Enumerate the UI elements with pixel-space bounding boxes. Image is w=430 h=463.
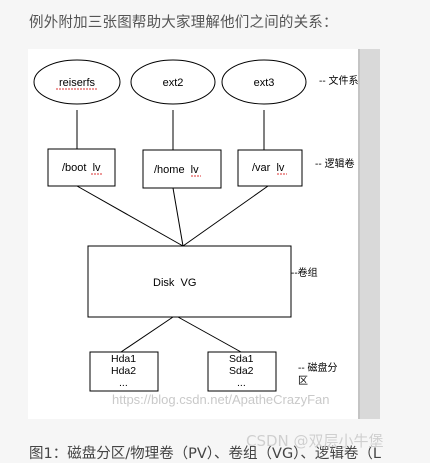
partition-annotation-line2: 区: [298, 375, 308, 387]
connector-boot-vg: [76, 185, 184, 247]
logical-volume-label: /home lv: [154, 164, 199, 176]
disk-sda: Sda1 Sda2 ...: [207, 351, 277, 392]
scrollbar-edge: [358, 49, 360, 419]
csdn-brand-watermark: CSDN @双层小牛堡: [246, 432, 384, 450]
volume-group-label: Disk VG: [153, 277, 196, 289]
filesystem-ext2: ext2: [130, 59, 216, 105]
connector-home-vg: [172, 187, 184, 247]
filesystem-label: ext3: [254, 77, 275, 89]
disk-hda: Hda1 Hda2 ...: [89, 351, 159, 392]
logical-volume-home: /home lv: [142, 149, 222, 189]
filesystem-ellipse: [221, 59, 307, 105]
filesystem-ellipse: [130, 59, 216, 105]
diagram-canvas: reiserfs ext2 ext3 -- 文件系统 /boot lv /hom…: [28, 49, 368, 419]
logical-volume-box: [142, 149, 222, 189]
disk-line: Hda2: [111, 365, 136, 377]
figure-caption: 图1：磁盘分区/物理卷（PV）、卷组（VG）、逻辑卷（L: [29, 446, 382, 462]
filesystem-reiserfs: reiserfs: [33, 59, 121, 105]
partition-annotation-line1: -- 磁盘分: [298, 361, 337, 374]
diagram-panel: reiserfs ext2 ext3 -- 文件系统 /boot lv /hom…: [28, 49, 380, 419]
logical-volumes-annotation: -- 逻辑卷: [315, 157, 354, 170]
logical-volume-box: [47, 148, 116, 187]
connector-lines: [76, 110, 269, 353]
intro-text: 例外附加三张图帮助大家理解他们之间的关系：: [29, 15, 338, 31]
volume-group-annotation: --卷组: [291, 266, 318, 279]
filesystems-annotation: -- 文件系统: [319, 74, 358, 87]
logical-volume-label: /boot lv: [62, 162, 101, 174]
logical-volume-box: [237, 149, 303, 187]
volume-group-box: [87, 245, 292, 318]
logical-volume-boot: /boot lv: [47, 148, 116, 187]
disk-line: Sda2: [229, 365, 254, 377]
filesystem-label: reiserfs: [59, 77, 96, 89]
disk-box: [207, 351, 277, 392]
connector-vg-hda: [120, 316, 174, 353]
scrollbar[interactable]: [358, 49, 380, 419]
filesystem-ellipse: [33, 59, 121, 105]
disk-line: Sda1: [229, 353, 254, 365]
connector-vg-sda: [177, 316, 242, 353]
filesystem-ext3: ext3: [221, 59, 307, 105]
disk-line: ...: [237, 377, 246, 389]
lvm-diagram: reiserfs ext2 ext3 -- 文件系统 /boot lv /hom…: [33, 59, 368, 392]
volume-group: Disk VG: [87, 245, 292, 318]
filesystem-label: ext2: [163, 77, 184, 89]
disk-box: [89, 351, 159, 392]
connector-var-vg: [182, 185, 269, 247]
disk-line: Hda1: [111, 353, 136, 365]
logical-volume-label: /var lv: [252, 162, 285, 174]
disk-line: ...: [119, 377, 128, 389]
watermark-url: https://blog.csdn.net/ApatheCrazyFan: [112, 392, 330, 407]
logical-volume-var: /var lv: [237, 149, 303, 187]
